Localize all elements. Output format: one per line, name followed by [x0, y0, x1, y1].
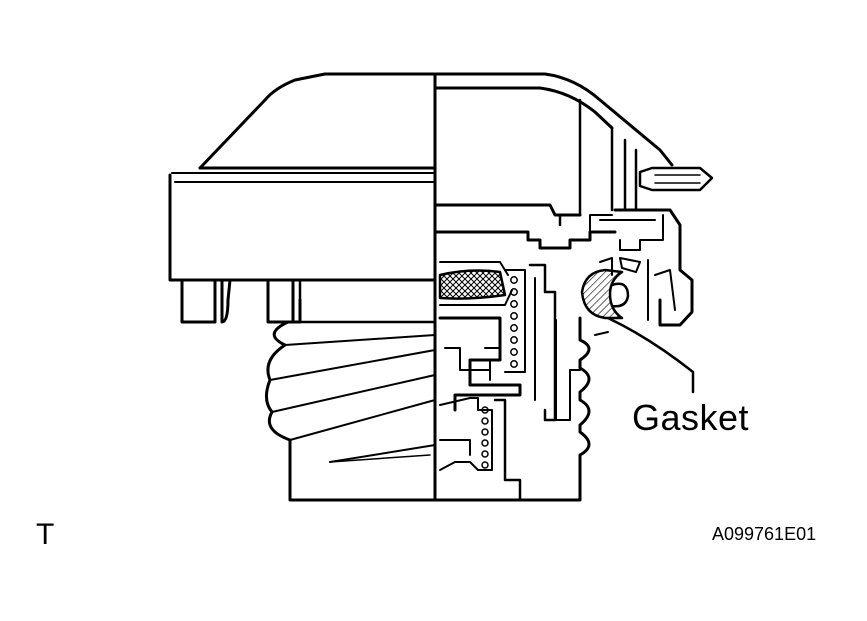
filler-neck-threads-left [265, 320, 437, 502]
valve-body [438, 316, 522, 412]
figure-id: A099761E01 [712, 524, 817, 544]
callout-leader [606, 316, 695, 394]
filler-neck-threads-right [433, 316, 591, 502]
cap-rim-left [168, 173, 437, 282]
corner-mark: T [36, 518, 55, 551]
valve-spring [510, 276, 518, 368]
cap-dome-left [198, 72, 437, 170]
gasket [580, 268, 624, 320]
cap-shell-right [433, 72, 674, 167]
cap-section-right [433, 72, 714, 502]
tether-clip [638, 166, 714, 192]
vacuum-spring [481, 406, 489, 469]
cap-grip-lugs [180, 278, 302, 324]
gasket-label: Gasket [632, 397, 750, 438]
cap-exterior-left [168, 72, 437, 502]
filter-element [438, 269, 507, 300]
